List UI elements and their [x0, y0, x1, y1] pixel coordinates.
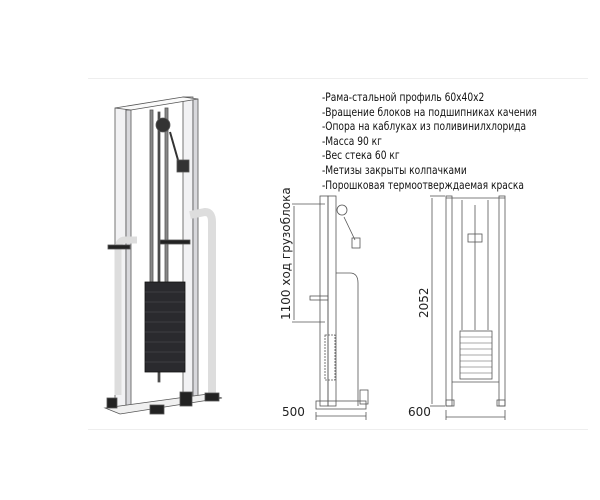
spec-item: -Вес стека 60 кг — [322, 148, 400, 163]
spec-item: -Масса 90 кг — [322, 133, 382, 148]
stroke-dimension-label: 1100 ход грузоблока — [279, 187, 293, 320]
spec-item: -Вращение блоков на подшипниках качения — [322, 104, 537, 119]
image-frame — [88, 78, 588, 430]
depth-dimension-label: 500 — [282, 405, 305, 419]
spec-list: -Рама-стальной профиль 60х40х2 -Вращение… — [322, 90, 537, 192]
spec-item: -Порошковая термоотверждаемая краска — [322, 177, 524, 192]
side-view-drawing — [292, 195, 369, 420]
spec-item: -Рама-стальной профиль 60х40х2 — [322, 90, 485, 104]
width-dimension-label: 600 — [408, 405, 431, 419]
front-view-drawing — [430, 195, 506, 420]
spec-item: -Опора на каблуках из поливинилхлорида — [322, 119, 527, 134]
machine-render — [103, 96, 223, 415]
spec-item: -Метизы закрыты колпачками — [322, 162, 467, 177]
height-dimension-label: 2052 — [417, 287, 431, 318]
